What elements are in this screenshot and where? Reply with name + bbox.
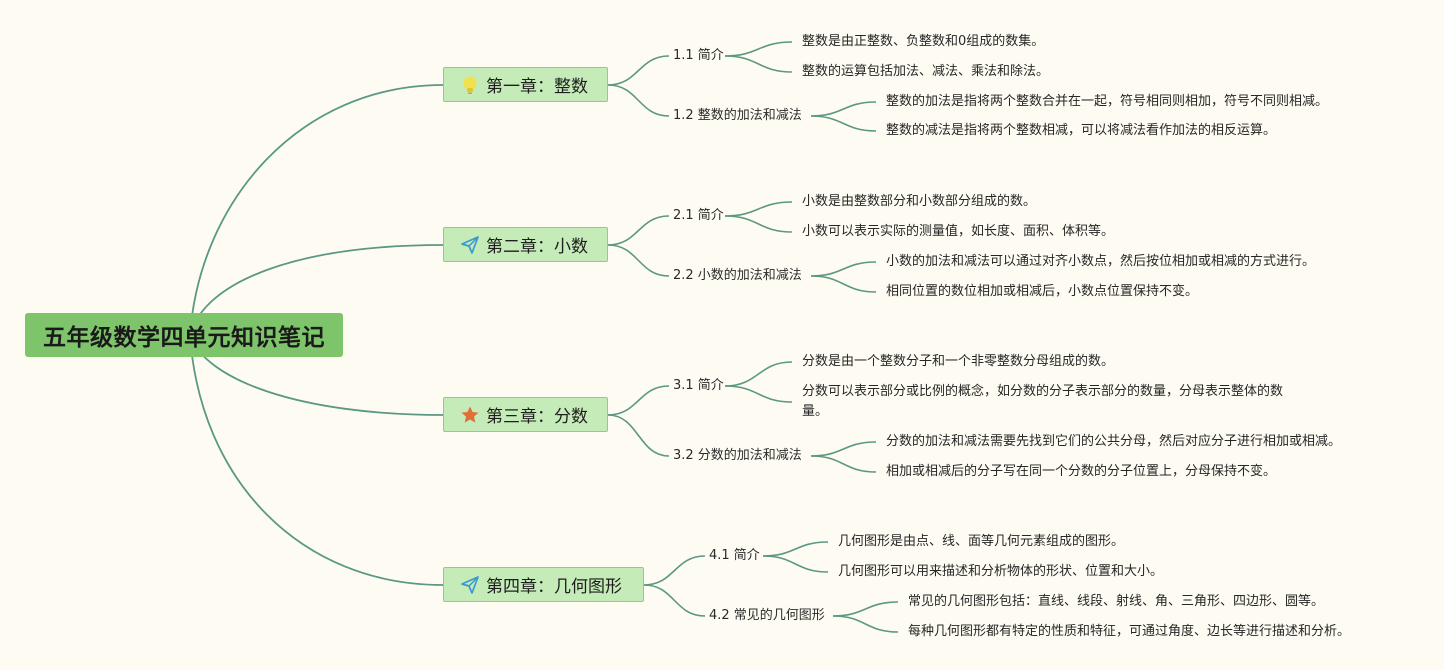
point-4-2-b: 每种几何图形都有特定的性质和特征，可通过角度、边长等进行描述和分析。 bbox=[908, 624, 1351, 639]
paper-plane-icon bbox=[460, 235, 480, 255]
point-3-2-b: 相加或相减后的分子写在同一个分数的分子位置上，分母保持不变。 bbox=[886, 464, 1277, 479]
root-link-4 bbox=[189, 334, 444, 586]
paper-plane-icon bbox=[460, 575, 480, 595]
section-4-2[interactable]: 4.2 常见的几何图形 bbox=[709, 608, 825, 623]
point-4-1-a: 几何图形是由点、线、面等几何元素组成的图形。 bbox=[838, 534, 1125, 549]
chapter-1-label: 第一章：整数 bbox=[486, 77, 588, 97]
section-1-1-link-2 bbox=[724, 55, 793, 73]
section-4-2-link-2 bbox=[832, 615, 899, 633]
chapter-4-node[interactable]: 第四章：几何图形 bbox=[443, 567, 644, 602]
point-3-2-a: 分数的加法和减法需要先找到它们的公共分母，然后对应分子进行相加或相减。 bbox=[886, 434, 1342, 449]
point-3-1-b: 分数可以表示部分或比例的概念，如分数的分子表示部分的数量，分母表示整体的数量。 bbox=[802, 384, 1284, 419]
section-1-1-link-1 bbox=[724, 41, 793, 57]
section-3-2[interactable]: 3.2 分数的加法和减法 bbox=[673, 448, 802, 463]
section-2-1-link-2 bbox=[724, 215, 793, 233]
section-1-2[interactable]: 1.2 整数的加法和减法 bbox=[673, 108, 802, 123]
section-3-1[interactable]: 3.1 简介 bbox=[673, 378, 724, 393]
chapter-2-node[interactable]: 第二章：小数 bbox=[443, 227, 608, 262]
chapter-3-label: 第三章：分数 bbox=[486, 407, 588, 427]
section-4-1[interactable]: 4.1 简介 bbox=[709, 548, 760, 563]
chapter-1-link-2 bbox=[607, 84, 670, 117]
point-4-2-a: 常见的几何图形包括：直线、线段、射线、角、三角形、四边形、圆等。 bbox=[908, 594, 1325, 609]
point-1-2-b: 整数的减法是指将两个整数相减，可以将减法看作加法的相反运算。 bbox=[886, 123, 1277, 138]
point-1-2-a: 整数的加法是指将两个整数合并在一起，符号相同则相加，符号不同则相减。 bbox=[886, 94, 1329, 109]
chapter-4-label: 第四章：几何图形 bbox=[486, 577, 622, 597]
chapter-1-link-1 bbox=[607, 55, 670, 86]
point-2-1-b: 小数可以表示实际的测量值，如长度、面积、体积等。 bbox=[802, 224, 1115, 239]
point-3-1-a: 分数是由一个整数分子和一个非零整数分母组成的数。 bbox=[802, 354, 1115, 369]
section-1-2-link-2 bbox=[810, 115, 877, 132]
root-link-1 bbox=[189, 84, 444, 336]
point-2-2-b: 相同位置的数位相加或相减后，小数点位置保持不变。 bbox=[886, 284, 1199, 299]
chapter-2-label: 第二章：小数 bbox=[486, 237, 588, 257]
section-4-1-link-1 bbox=[762, 541, 829, 557]
root-topic[interactable]: 五年级数学四单元知识笔记 bbox=[25, 313, 343, 357]
section-4-1-link-2 bbox=[762, 555, 829, 573]
chapter-3-node[interactable]: 第三章：分数 bbox=[443, 397, 608, 432]
chapter-4-link-1 bbox=[643, 555, 706, 586]
section-3-2-link-1 bbox=[810, 441, 877, 457]
point-2-1-a: 小数是由整数部分和小数部分组成的数。 bbox=[802, 194, 1037, 209]
point-1-1-b: 整数的运算包括加法、减法、乘法和除法。 bbox=[802, 64, 1050, 79]
section-1-1[interactable]: 1.1 简介 bbox=[673, 48, 724, 63]
section-2-2[interactable]: 2.2 小数的加法和减法 bbox=[673, 268, 802, 283]
point-1-1-a: 整数是由正整数、负整数和0组成的数集。 bbox=[802, 34, 1045, 49]
point-4-1-b: 几何图形可以用来描述和分析物体的形状、位置和大小。 bbox=[838, 564, 1164, 579]
chapter-2-link-1 bbox=[607, 215, 670, 246]
chapter-4-link-2 bbox=[643, 584, 706, 617]
section-3-1-link-2 bbox=[724, 385, 793, 403]
chapter-1-node[interactable]: 第一章：整数 bbox=[443, 67, 608, 102]
section-2-2-link-2 bbox=[810, 275, 877, 293]
chapter-3-link-1 bbox=[607, 385, 670, 416]
section-2-1-link-1 bbox=[724, 201, 793, 217]
section-3-2-link-2 bbox=[810, 455, 877, 473]
lightbulb-icon bbox=[460, 75, 480, 95]
section-2-2-link-1 bbox=[810, 261, 877, 277]
section-3-1-link-1 bbox=[724, 361, 793, 387]
point-2-2-a: 小数的加法和减法可以通过对齐小数点，然后按位相加或相减的方式进行。 bbox=[886, 254, 1316, 269]
star-icon bbox=[460, 405, 480, 425]
section-4-2-link-1 bbox=[832, 601, 899, 617]
chapter-2-link-2 bbox=[607, 244, 670, 277]
section-1-2-link-1 bbox=[810, 101, 877, 117]
section-2-1[interactable]: 2.1 简介 bbox=[673, 208, 724, 223]
chapter-3-link-2 bbox=[607, 414, 670, 457]
